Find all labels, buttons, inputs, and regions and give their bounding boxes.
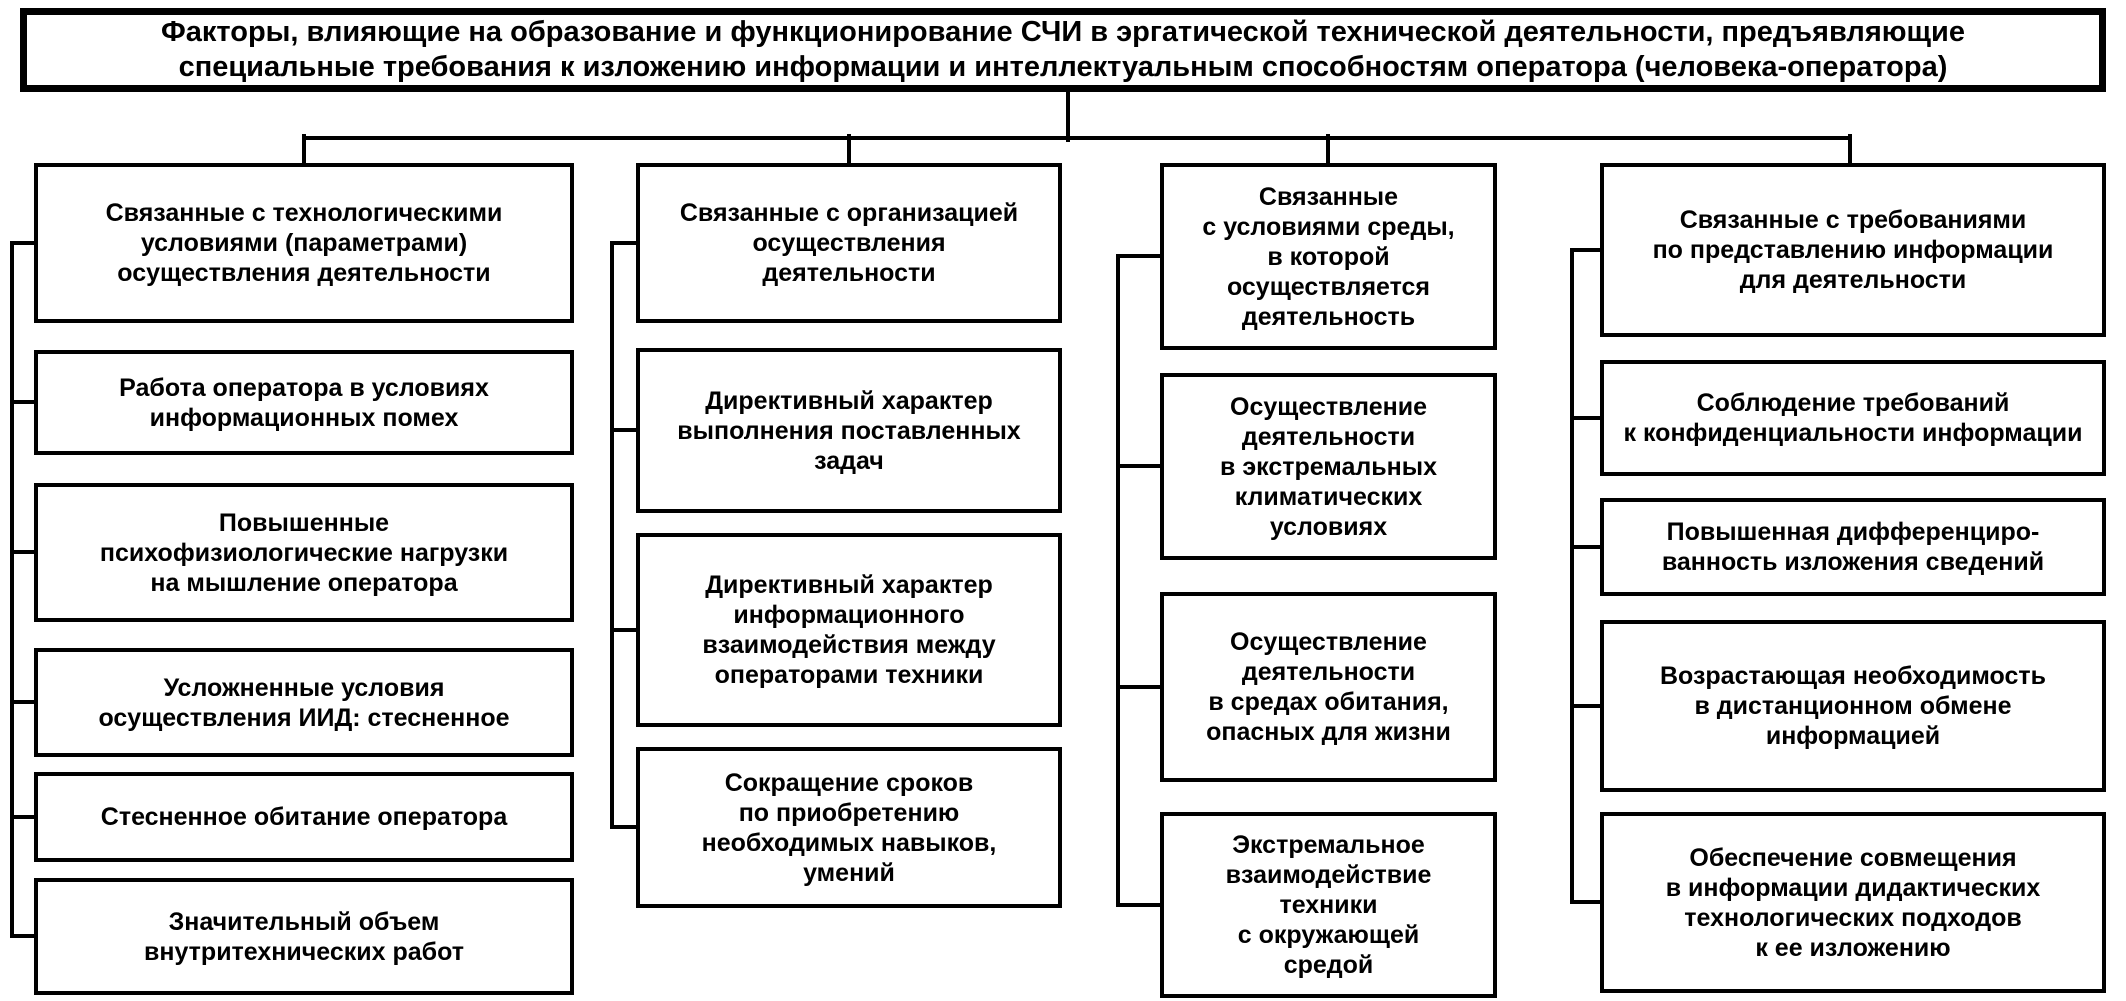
box-col3-header: Связанные с условиями среды, в которой о… [1160,163,1497,350]
box-col1-child-2: Повышенные психофизиологические нагрузки… [34,483,574,622]
box-col1-header: Связанные с технологическими условиями (… [34,163,574,323]
box-col3-child-3: Экстремальное взаимодействие техники с о… [1160,812,1497,998]
box-col2-child-2: Директивный характер информационного вза… [636,533,1062,727]
box-col1-child-4: Стесненное обитание оператора [34,772,574,862]
box-col2-header: Связанные с организацией осуществления д… [636,163,1062,323]
box-col4-child-3: Возрастающая необходимость в дистанционн… [1600,620,2106,792]
box-col4-child-1: Соблюдение требований к конфиденциальнос… [1600,360,2106,476]
box-col1-child-5: Значительный объем внутритехнических раб… [34,878,574,995]
box-col3-child-1: Осуществление деятельности в экстремальн… [1160,373,1497,560]
diagram-title: Факторы, влияющие на образование и функц… [20,8,2106,92]
box-col3-child-2: Осуществление деятельности в средах обит… [1160,592,1497,782]
box-col2-child-3: Сокращение сроков по приобретению необхо… [636,747,1062,908]
box-col4-child-2: Повышенная дифференциро- ванность изложе… [1600,498,2106,596]
box-col4-child-4: Обеспечение совмещения в информации дида… [1600,812,2106,993]
box-col1-child-3: Усложненные условия осуществления ИИД: с… [34,648,574,757]
box-col4-header: Связанные с требованиями по представлени… [1600,163,2106,337]
box-col2-child-1: Директивный характер выполнения поставле… [636,348,1062,513]
box-col1-child-1: Работа оператора в условиях информационн… [34,350,574,455]
connector-path [10,90,1852,938]
